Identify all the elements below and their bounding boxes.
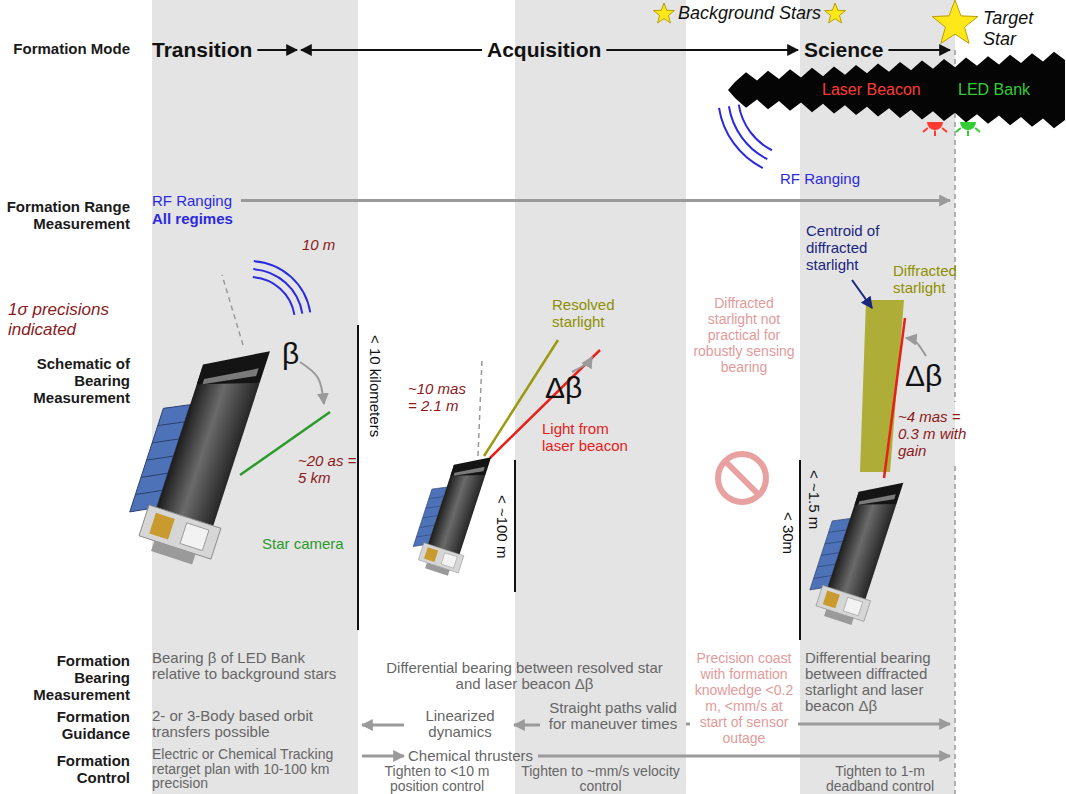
range-dimension: < 10 kilometers [367,335,384,437]
mode-arrow [301,49,482,51]
rf-wave [253,277,295,315]
precision-label: 10 m [302,236,335,253]
lamp-ray [942,128,947,132]
rf-wave [719,108,763,168]
mode-arrow [257,49,297,51]
ranging-note: All regimes [152,210,233,227]
bearing-method: Bearing β of LED Bank relative to backgr… [152,650,356,682]
mode-arrow [888,49,950,51]
mode-name: Acquisition [487,38,601,62]
range-arrow [241,199,950,202]
precision-label: ~10 mas = 2.1 m [408,380,478,414]
rf-wave [729,106,767,159]
starshade [728,52,1065,129]
mode-arrow [606,49,798,51]
rf-wave [254,261,310,312]
lamp-dome [927,122,943,130]
rf-wave [253,269,302,314]
led-label: LED Bank [958,81,1030,99]
range-dimension: < ~1.5 m [806,470,823,529]
light-label: Diffracted starlight [893,262,965,296]
control-arrow [362,755,404,758]
boresight-line [222,275,243,345]
lamp-ray [975,128,980,132]
control-note: Chemical thrusters [408,748,533,764]
star-label: Target Star [983,8,1063,50]
control-note: Tighten to ~mm/s velocity control [518,764,683,793]
lamp-dome [960,122,976,130]
precision-note: 1σ precisions indicated [8,300,128,340]
target-star [932,0,978,43]
angle-arrow [300,362,324,404]
angle-arrow [572,357,592,372]
ranging-label: RF Ranging [780,170,860,187]
prohibition-symbol [718,454,766,502]
ranging-label: RF Ranging [152,192,232,209]
lamp-ray [956,128,961,132]
note: Diffracted starlight not practical for r… [690,295,798,375]
target-axis [954,466,956,794]
prohibition-slash [725,461,759,495]
star-label: Background Stars [678,3,821,24]
range-bar [799,460,801,640]
background-star [825,3,846,23]
range-dimension: < 30m [780,512,797,554]
control-note: Tighten to <10 m position control [362,764,512,793]
range-bar [357,325,359,630]
lamp-ray [923,128,928,132]
note: Precision coast with formation knowledge… [690,650,798,746]
precision-label: ~20 as = 5 km [298,452,360,486]
control-note: Electric or Chemical Tracking retarget p… [152,747,357,791]
bearing-symbol: Δβ [905,360,942,392]
angle-arrow [906,338,926,356]
row-header: Formation Mode [5,40,130,57]
row-header: Formation Bearing Measurement [5,652,130,703]
light-label: Resolved starlight [552,296,632,330]
mode-name: Transition [152,38,252,62]
row-header: Schematic of Bearing Measurement [5,355,130,406]
guidance-note: Linearized dynamics [410,708,510,740]
precision-label: ~4 mas = 0.3 m with gain [898,408,968,459]
background-star [654,3,675,23]
bearing-method: Differential bearing between diffracted … [805,650,955,714]
lamp-ray [934,130,936,136]
bearing-symbol: β [282,338,299,370]
range-dimension: < ~100 m [494,495,511,558]
centroid-arrow [852,280,872,308]
spacecraft [120,325,277,569]
row-header: Formation Control [5,752,130,786]
mode-band [800,0,955,794]
guidance-note: Straight paths valid for maneuver times [543,700,683,732]
control-note: Tighten to 1-m deadband control [805,764,955,793]
spacecraft [408,443,495,579]
lamp-ray [967,130,969,136]
row-header: Formation Range Measurement [5,198,130,232]
mode-name: Science [804,38,883,62]
spacecraft [804,466,909,629]
rf-wave [739,105,772,151]
control-arrow [538,755,950,758]
light-label: Light from laser beacon [542,420,642,454]
beacon-label: Laser Beacon [822,81,921,99]
guidance-note: 2- or 3-Body based orbit transfers possi… [152,708,357,740]
bearing-method: Differential bearing between resolved st… [372,660,677,692]
guidance-arrow [514,724,540,727]
laser-beacon-lamp [923,122,947,136]
range-bar [514,460,516,592]
row-header: Formation Guidance [5,708,130,742]
sensor-label: Star camera [262,535,344,552]
guidance-arrow [362,724,404,727]
led-lamp [956,122,980,136]
diffracted-beam [860,300,904,472]
bearing-symbol: Δβ [545,372,582,404]
boresight-line [478,360,482,456]
